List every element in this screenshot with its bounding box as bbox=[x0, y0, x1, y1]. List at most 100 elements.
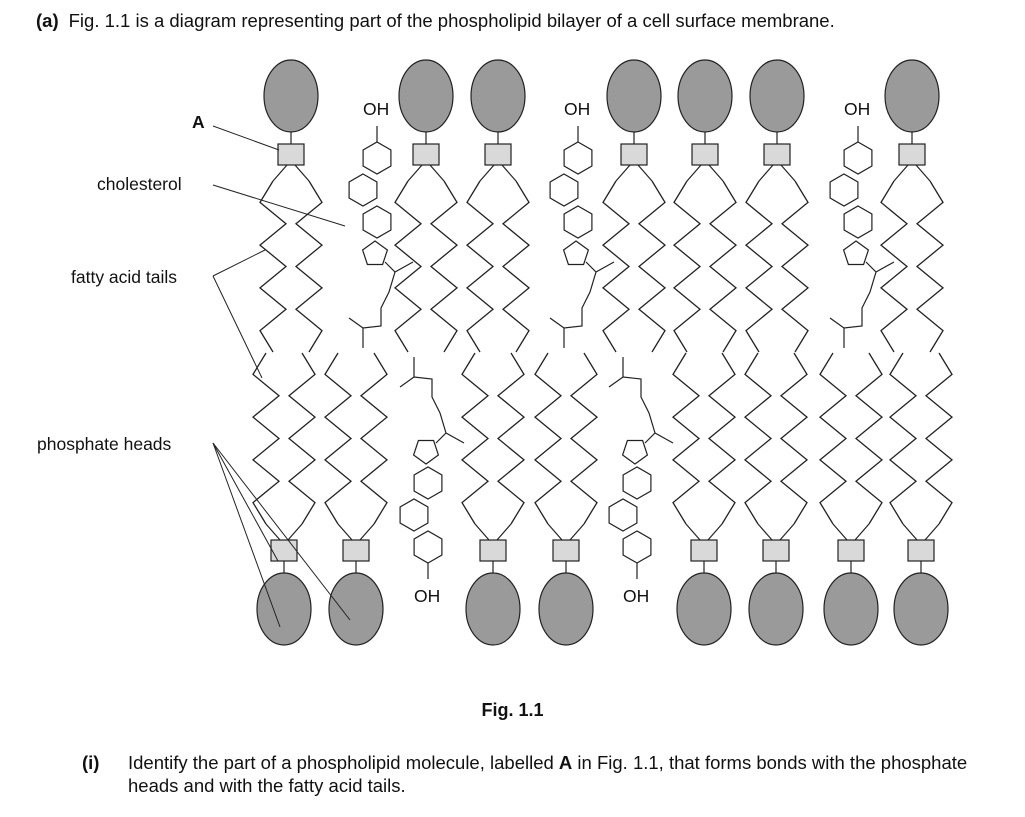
tail-link bbox=[757, 523, 773, 541]
glycerol-block bbox=[691, 143, 719, 166]
tail-link bbox=[337, 523, 353, 541]
fatty-acid-tail bbox=[258, 180, 288, 353]
phosphate-head bbox=[884, 59, 940, 133]
steroid-ring bbox=[563, 205, 593, 239]
tail-link bbox=[902, 523, 918, 541]
tail-link bbox=[686, 164, 702, 182]
oh-label: OH bbox=[363, 99, 389, 119]
tail-link bbox=[758, 164, 774, 182]
question-text-after: in Fig. 1.1, that forms bonds with the p… bbox=[128, 752, 968, 796]
tail-link bbox=[272, 164, 288, 182]
tail-link bbox=[780, 164, 796, 182]
oh-label: OH bbox=[414, 586, 440, 606]
steroid-ring bbox=[413, 466, 443, 500]
fatty-acid-tail bbox=[393, 180, 423, 353]
fatty-acid-tail bbox=[888, 352, 918, 525]
fatty-acid-tail bbox=[780, 180, 810, 353]
question-text: Identify the part of a phospholipid mole… bbox=[128, 751, 1008, 797]
part-label: (a) bbox=[36, 10, 59, 31]
hydrocarbon-chain bbox=[549, 261, 615, 348]
phosphate-head bbox=[263, 59, 319, 133]
steroid-ring bbox=[622, 530, 652, 564]
fatty-acid-tail bbox=[707, 352, 737, 525]
steroid-ring bbox=[622, 466, 652, 500]
fatty-acid-tail bbox=[429, 180, 459, 353]
fatty-acid-tail bbox=[818, 352, 848, 525]
steroid-ring bbox=[362, 205, 392, 239]
steroid-ring bbox=[608, 498, 638, 532]
fatty-acid-tail bbox=[779, 352, 809, 525]
phospholipid bbox=[393, 59, 459, 353]
fatty-acid-tail bbox=[359, 352, 389, 525]
glycerol-block bbox=[270, 539, 298, 562]
leader-head-3 bbox=[212, 442, 279, 562]
glycerol-block bbox=[412, 143, 440, 166]
fatty-acid-tail bbox=[569, 352, 599, 525]
question-bold-a: A bbox=[558, 752, 573, 773]
oh-label: OH bbox=[623, 586, 649, 606]
cholesterol-molecule: OH bbox=[608, 357, 674, 606]
phospholipid bbox=[465, 59, 531, 353]
leader-head-2 bbox=[212, 442, 351, 621]
hydrocarbon-chain bbox=[348, 261, 414, 348]
glycerol-block bbox=[690, 539, 718, 562]
steroid-ring bbox=[412, 439, 440, 465]
glycerol-block bbox=[762, 539, 790, 562]
tail-link bbox=[854, 523, 870, 541]
phosphate-head bbox=[256, 572, 312, 646]
tail-link bbox=[685, 523, 701, 541]
fatty-acid-tail bbox=[294, 180, 324, 353]
tail-link bbox=[547, 523, 563, 541]
phospholipid bbox=[743, 352, 809, 646]
phospholipid bbox=[879, 59, 945, 353]
fatty-acid-tail bbox=[637, 180, 667, 353]
tail-link bbox=[924, 523, 940, 541]
tail-link bbox=[707, 523, 723, 541]
phospholipid bbox=[818, 352, 884, 646]
phospholipid bbox=[601, 59, 667, 353]
steroid-ring bbox=[362, 141, 392, 175]
leader-cholesterol bbox=[212, 184, 346, 227]
phosphate-head bbox=[470, 59, 526, 133]
question-text-before: Identify the part of a phospholipid mole… bbox=[128, 752, 559, 773]
tail-link bbox=[779, 523, 795, 541]
tail-link bbox=[287, 523, 303, 541]
figure-caption: Fig. 1.1 bbox=[481, 700, 544, 720]
leader-fatty-bottom bbox=[212, 275, 263, 379]
phosphate-head bbox=[606, 59, 662, 133]
steroid-ring bbox=[361, 240, 389, 266]
intro-text: Fig. 1.1 is a diagram representing part … bbox=[68, 10, 835, 31]
tail-link bbox=[265, 523, 281, 541]
steroid-ring bbox=[843, 141, 873, 175]
fatty-acid-tail bbox=[708, 180, 738, 353]
fatty-acid-tail bbox=[743, 352, 773, 525]
fatty-acid-tail bbox=[854, 352, 884, 525]
fatty-acid-tail bbox=[671, 352, 701, 525]
label-a: A bbox=[192, 112, 205, 132]
phosphate-head bbox=[677, 59, 733, 133]
fatty-acid-tail bbox=[501, 180, 531, 353]
steroid-ring bbox=[399, 498, 429, 532]
intro-line: (a) Fig. 1.1 is a diagram representing pa… bbox=[36, 10, 835, 32]
steroid-ring bbox=[563, 141, 593, 175]
phospholipid bbox=[251, 352, 317, 646]
steroid-ring bbox=[562, 240, 590, 266]
hydrocarbon-chain bbox=[608, 357, 674, 444]
cholesterol-molecule: OH bbox=[399, 357, 465, 606]
label-cholesterol: cholesterol bbox=[97, 174, 182, 194]
tail-link bbox=[474, 523, 490, 541]
phosphate-head bbox=[676, 572, 732, 646]
cholesterol-molecule: OH bbox=[829, 99, 895, 348]
phosphate-head bbox=[328, 572, 384, 646]
glycerol-block bbox=[837, 539, 865, 562]
steroid-ring bbox=[348, 173, 378, 207]
fatty-acid-tail bbox=[533, 352, 563, 525]
phosphate-head bbox=[465, 572, 521, 646]
phospholipid bbox=[744, 59, 810, 353]
leader-fatty-top bbox=[212, 249, 266, 277]
phosphate-head bbox=[748, 572, 804, 646]
glycerol-block bbox=[898, 143, 926, 166]
phosphate-head bbox=[538, 572, 594, 646]
glycerol-block bbox=[552, 539, 580, 562]
